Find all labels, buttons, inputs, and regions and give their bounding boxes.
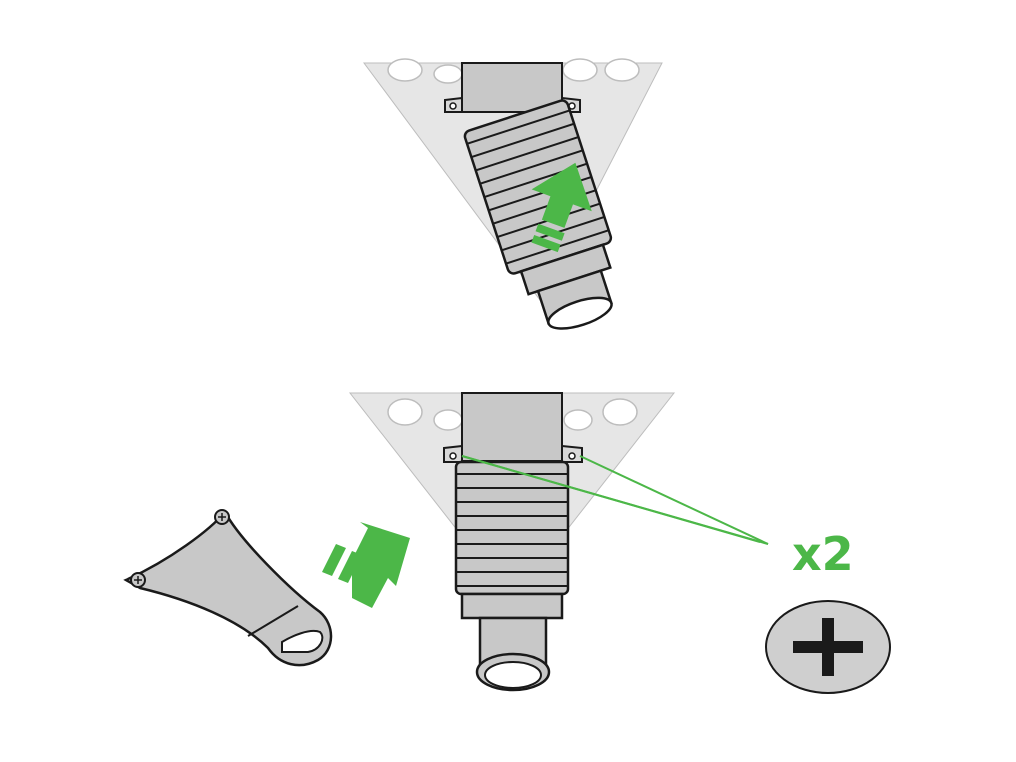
push-up-arrow bbox=[531, 162, 592, 253]
pipe-collar bbox=[443, 392, 583, 463]
step-1-panel bbox=[363, 58, 663, 330]
plate-holes bbox=[387, 58, 640, 84]
step-2-panel: x2 bbox=[123, 392, 891, 694]
flexible-hose-straight bbox=[454, 460, 570, 692]
cover-bracket bbox=[123, 509, 333, 667]
insert-arrow bbox=[322, 522, 410, 608]
screw-callout-lines bbox=[461, 455, 769, 545]
plate-holes bbox=[387, 398, 638, 431]
screw-quantity-label: x2 bbox=[792, 527, 854, 581]
phillips-screw-icon bbox=[765, 600, 891, 694]
